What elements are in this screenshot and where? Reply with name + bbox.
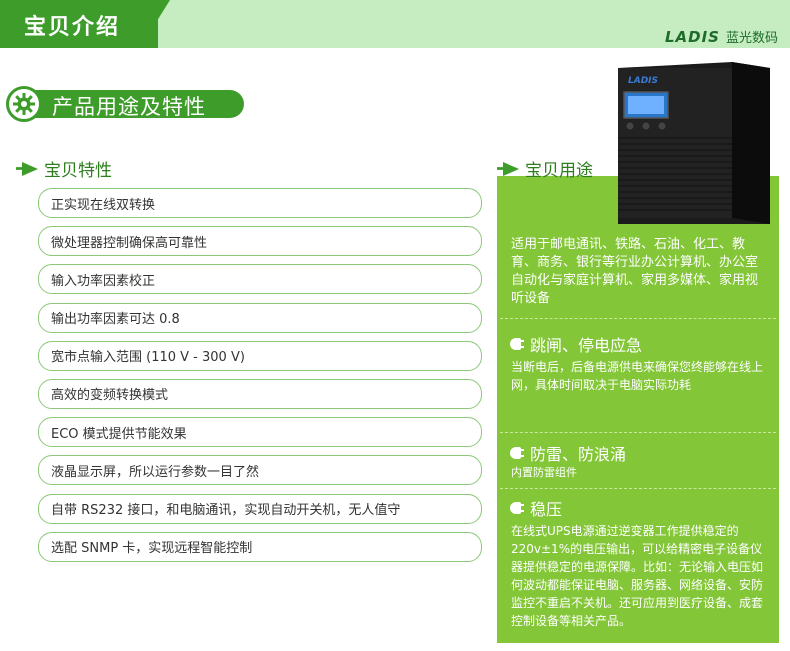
header-tab <box>0 0 158 48</box>
usage-block-body: 在线式UPS电源通过逆变器工作提供稳定的220v±1%的电压输出，可以给精密电子… <box>511 524 764 628</box>
header-title: 宝贝介绍 <box>24 15 121 40</box>
brand: LADIS 蓝光数码 <box>664 27 778 47</box>
arrow-right-icon <box>22 161 38 176</box>
plug-icon <box>508 444 524 462</box>
feature-item: 输出功率因素可达 0.8 <box>38 302 482 333</box>
features-heading: 宝贝特性 <box>16 156 112 181</box>
usage-intro: 适用于邮电通讯、铁路、石油、化工、教育、商务、银行等行业办公计算机、办公室自动化… <box>511 237 759 306</box>
features-heading-label: 宝贝特性 <box>44 161 112 181</box>
feature-item: 输入功率因素校正 <box>38 264 482 295</box>
arrow-tail-icon <box>16 167 22 170</box>
usage-block-body: 当断电后，后备电源供电来确保您终能够在线上网，具体时间取决于电脑实际功耗 <box>511 360 764 392</box>
feature-item: 宽市点输入范围 (110 V - 300 V) <box>38 340 482 371</box>
device-logo: LADIS <box>628 76 658 86</box>
arrow-tail-icon <box>497 167 503 170</box>
plug-icon <box>508 335 524 353</box>
section-title: 产品用途及特性 <box>52 95 206 119</box>
brand-logo: LADIS <box>664 27 720 46</box>
feature-item: 自带 RS232 接口，和电脑通讯，实现自动开关机，无人值守 <box>38 493 482 524</box>
feature-item: 选配 SNMP 卡，实现远程智能控制 <box>38 531 482 562</box>
usage-block-heading: 稳压 <box>508 496 562 520</box>
section-heading-pill <box>20 90 244 118</box>
header-tab-slant <box>140 0 170 48</box>
usage-block-title: 防雷、防浪涌 <box>530 445 627 464</box>
gear-icon <box>6 86 42 122</box>
arrow-right-icon <box>503 161 519 176</box>
brand-name: 蓝光数码 <box>725 31 778 46</box>
divider <box>500 318 776 319</box>
usage-heading-label: 宝贝用途 <box>525 161 593 181</box>
ups-device-image: LADIS <box>618 62 770 224</box>
feature-item: ECO 模式提供节能效果 <box>38 417 482 448</box>
feature-item: 高效的变频转换模式 <box>38 378 482 409</box>
feature-list: 正实现在线双转换 微处理器控制确保高可靠性 输入功率因素校正 输出功率因素可达 … <box>38 188 482 570</box>
plug-icon <box>508 499 524 517</box>
usage-block-heading: 防雷、防浪涌 <box>508 441 626 465</box>
usage-block-title: 跳闸、停电应急 <box>530 336 643 355</box>
usage-block-title: 稳压 <box>530 500 563 519</box>
usage-panel <box>497 176 779 643</box>
divider <box>500 488 776 489</box>
feature-item: 液晶显示屏，所以运行参数一目了然 <box>38 455 482 486</box>
feature-item: 正实现在线双转换 <box>38 188 482 218</box>
usage-heading: 宝贝用途 <box>497 156 593 181</box>
usage-block-heading: 跳闸、停电应急 <box>508 332 642 356</box>
usage-block-body: 内置防雷组件 <box>511 466 577 479</box>
divider <box>500 432 776 433</box>
feature-item: 微处理器控制确保高可靠性 <box>38 226 482 257</box>
